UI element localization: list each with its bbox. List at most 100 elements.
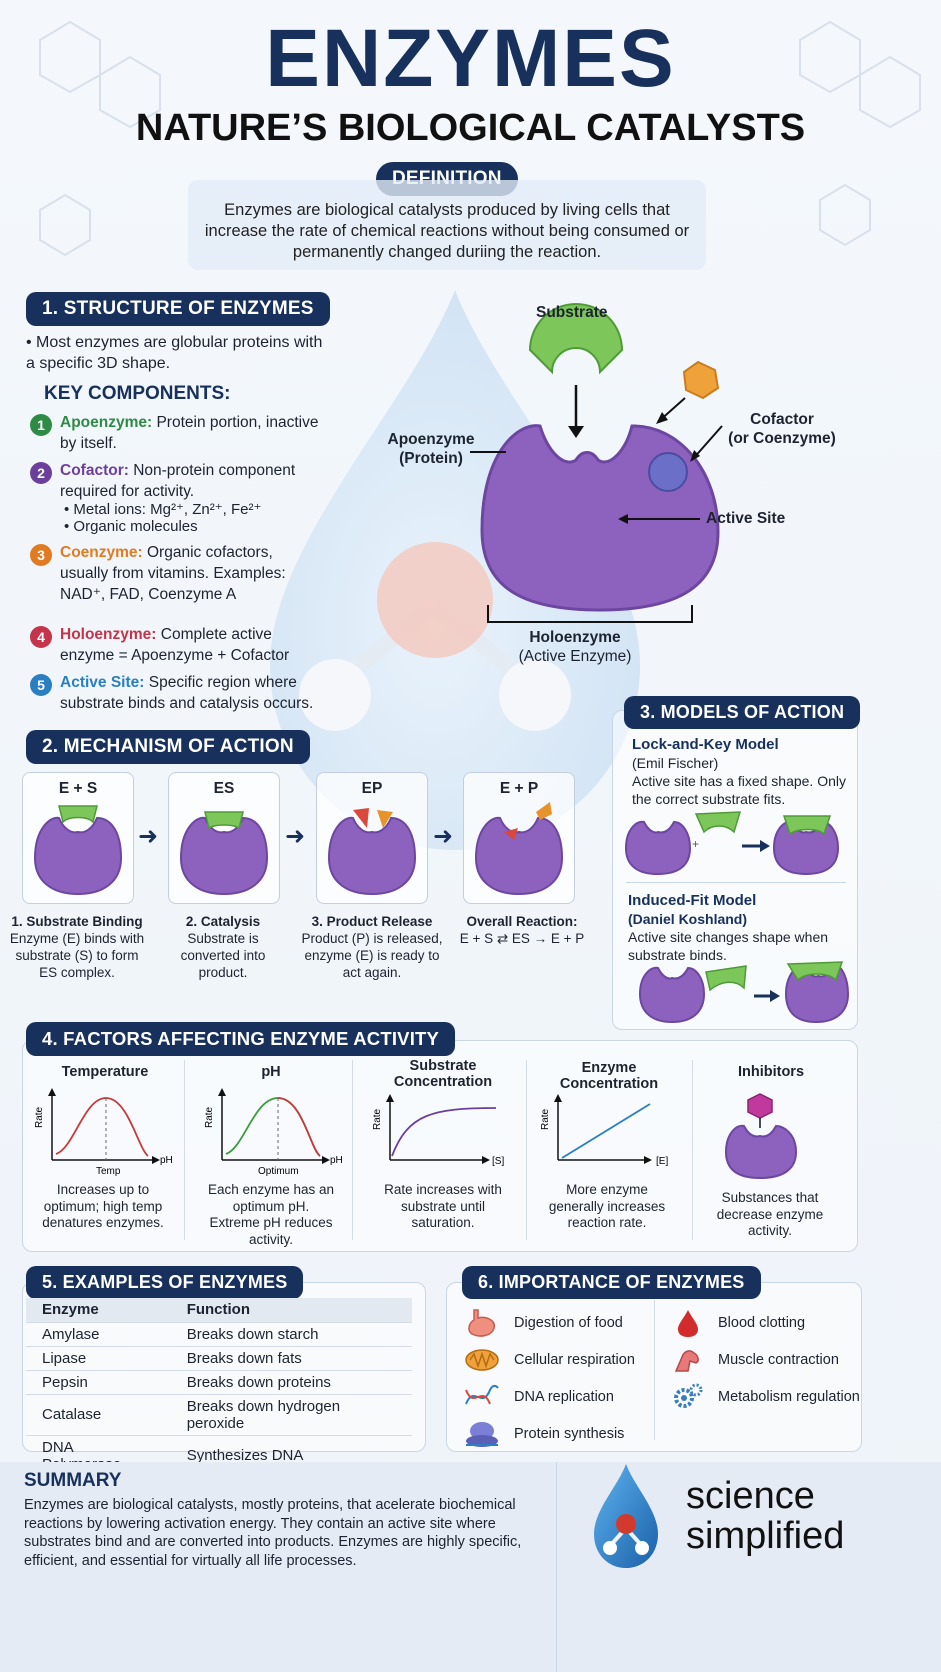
component-name: Cofactor: [60,462,129,479]
rate-axis-label: Rate [34,1106,45,1128]
structure-heading: 1. STRUCTURE OF ENZYMES [26,292,330,326]
factor-title-temperature: Temperature [61,1064,149,1080]
component-text: Organic cofactors, usually from vitamins… [60,544,286,603]
cofactor-organic-molecules: Organic molecules [73,518,198,535]
list-item: Cellular respiration [464,1341,654,1378]
cofactor-label-line2: (or Coenzyme) [728,430,836,447]
factor-text-inhibitors: Substances that decrease enzyme activity… [716,1190,824,1238]
enzyme-substrate-illustration [33,805,123,896]
list-item: Blood clotting [672,1304,862,1341]
enzyme-cell: Catalase [26,1394,171,1436]
ribosome-icon [466,1421,498,1447]
models-heading: 3. MODELS OF ACTION [624,696,861,729]
step-text: Product (P) is released, enzyme (E) is r… [301,931,443,980]
summary-heading: SUMMARY [24,1470,122,1491]
number-badge: 4 [30,626,52,648]
step-text: Substrate is converted into product. [180,931,266,980]
ep-complex-illustration [327,808,417,896]
induced-fit-model: Induced-Fit Model (Daniel Koshland) Acti… [628,892,848,964]
list-item: DNA replication [464,1378,654,1415]
mechanism-box-label: E + S [58,780,98,797]
structure-bullet-text: Most enzymes are globular proteins with … [26,334,323,372]
factor-text-temperature: Increases up to optimum; high temp denat… [42,1182,164,1230]
lock-key-model: Lock-and-Key Model (Emil Fischer) Active… [632,736,852,808]
factor-text-enzyme: More enzyme generally increases reaction… [548,1182,666,1230]
rate-axis-label: Rate [204,1106,215,1128]
number-badge: 2 [30,462,52,484]
summary-band [0,1462,941,1672]
factor-text-ph: Each enzyme has an optimum pH. Extreme p… [207,1182,335,1247]
temp-axis-label: Temp [96,1166,121,1177]
holoenzyme-label-line1: Holoenzyme [529,629,621,646]
holoenzyme-bracket [487,605,693,623]
mechanism-box-es-complex: ES [168,772,280,904]
factor-title-ph: pH [261,1064,281,1080]
lock-key-title: Lock-and-Key Model [632,736,779,753]
muscle-arm-icon [674,1349,699,1372]
temperature-curve [55,1097,149,1157]
induced-fit-title: Induced-Fit Model [628,892,757,909]
overall-reaction: Overall Reaction:E + S ⇄ ES → E + P [452,913,592,947]
component-text: Protein portion, inactive by itself. [60,414,319,452]
importance-label: Cellular respiration [514,1351,635,1368]
apoenzyme-label-line2: (Protein) [399,450,463,467]
enzyme-line [561,1103,651,1159]
stomach-icon [468,1308,495,1337]
enzyme-cell: Lipase [26,1346,171,1371]
substrate-curve-chart: Rate [S] [372,1094,504,1167]
number-badge: 3 [30,544,52,566]
step-text: Enzyme (E) binds with substrate (S) to f… [9,931,145,980]
list-item: Digestion of food [464,1304,654,1341]
mechanism-box-label: E + P [499,780,539,797]
substrate-curve [391,1107,497,1157]
mechanism-heading: 2. MECHANISM OF ACTION [26,730,310,764]
mechanism-box-label: ES [213,780,235,797]
importance-label: Protein synthesis [514,1425,625,1442]
enzyme-axis-end-label: [E] [656,1156,668,1167]
reaction-equation: E + S ⇄ ES → E + P [459,931,585,946]
induced-fit-text: Active site changes shape when substrate… [628,929,829,963]
page-title: ENZYMES [265,13,676,104]
rate-axis-label: Rate [540,1108,551,1130]
cofactor-label-line1: Cofactor [750,411,814,428]
induced-fit-illustration [638,961,850,1024]
water-drop-background [270,290,640,850]
importance-label: Muscle contraction [718,1351,839,1368]
dna-icon [465,1384,499,1404]
mechanism-box-label: EP [361,780,383,797]
mechanism-box-ep-released: E + P [463,772,575,904]
inhibitor-illustration [724,1093,798,1180]
temperature-curve-chart: Rate Temp pH [34,1088,173,1177]
cofactor-metal-ions: Metal ions: Mg²⁺, Zn²⁺, Fe²⁺ [73,501,262,518]
definition-text: Enzymes are biological catalysts produce… [204,201,690,261]
cofactor-shape [648,452,688,492]
ph-curve-right [277,1097,321,1157]
importance-left-list: Digestion of food Cellular respiration D… [464,1304,654,1452]
factor-title-enzyme: Enzyme Concentration [559,1060,659,1092]
examples-heading: 5. EXAMPLES OF ENZYMES [26,1266,304,1299]
factor-title-substrate: Substrate Concentration [393,1058,493,1090]
function-cell: Breaks down fats [170,1346,412,1371]
enzyme-product-illustration [474,802,564,896]
definition-box [188,180,706,270]
rate-axis-label: Rate [372,1108,383,1130]
importance-right-list: Blood clotting Muscle contraction Metabo… [672,1304,862,1415]
step-title: 1. Substrate Binding [11,914,143,929]
mitochondria-icon [465,1348,499,1371]
holoenzyme-label: Holoenzyme(Active Enzyme) [500,628,650,666]
es-complex-illustration [179,811,269,896]
key-components-heading: KEY COMPONENTS: [44,383,231,404]
ph-axis-label: Optimum [258,1166,299,1177]
substrate-label: Substrate [536,304,608,321]
enzyme-cell: Amylase [26,1322,171,1347]
component-text: Non-protein component required for activ… [60,462,296,500]
active-site-label: Active Site [706,510,786,527]
importance-label: Blood clotting [718,1314,806,1331]
column-header-function: Function [170,1298,412,1323]
